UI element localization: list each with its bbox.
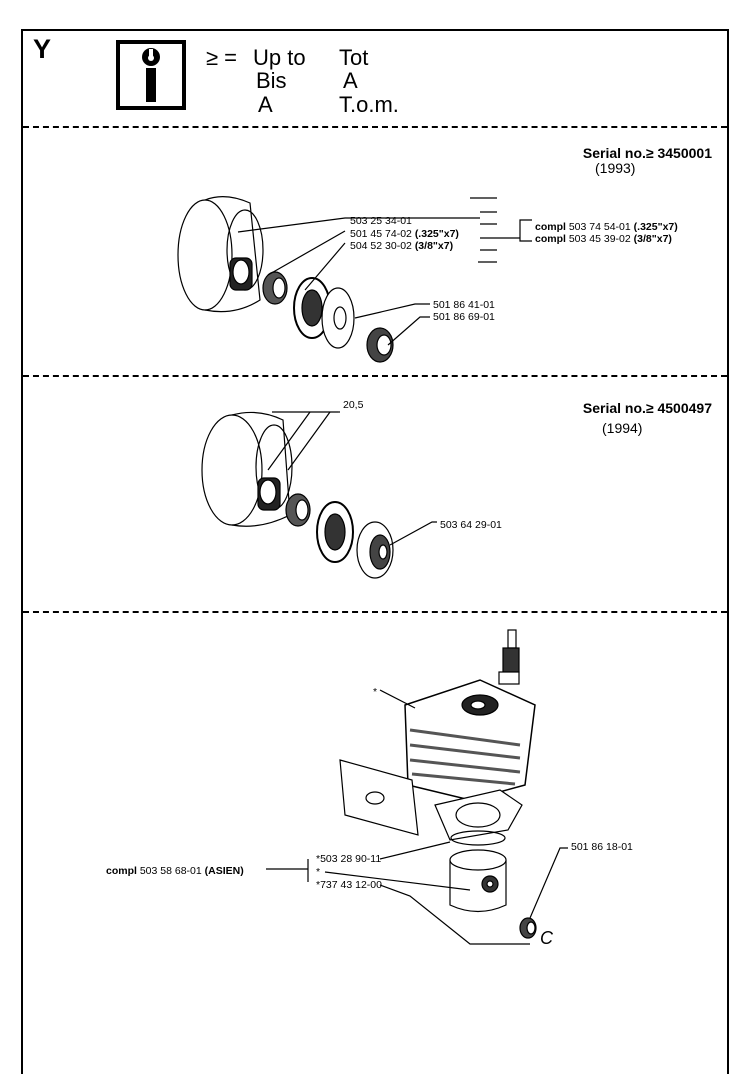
asterisk-marker: *	[373, 686, 378, 698]
part-number: 501 86 69-01	[433, 311, 495, 323]
header-line3-col2: T.o.m.	[339, 92, 399, 117]
header-line3-col1: A	[258, 92, 273, 117]
sprocket-nut	[356, 521, 394, 579]
header-line1-col1: Up to	[253, 45, 306, 70]
part-number: 503 64 29-01	[440, 519, 502, 531]
dimension-label: 20,5	[343, 399, 364, 411]
header-line2-col2: A	[343, 68, 358, 93]
needle-bearing	[285, 493, 311, 527]
part-number: 501 45 74-02 (.325"x7)	[350, 228, 459, 240]
header-line1-col2: Tot	[339, 45, 369, 70]
part-number: *737 43 12-00	[316, 879, 382, 891]
piston	[449, 849, 507, 913]
wrench-info-icon	[116, 40, 186, 110]
piston-ring	[450, 830, 506, 846]
section-letter: Y	[33, 34, 52, 64]
clutch-drum-1993	[177, 196, 264, 313]
sprocket-rim	[316, 501, 354, 563]
compl-part-number: compl 503 74 54-01 (.325"x7)	[535, 221, 678, 233]
base-gasket	[434, 789, 523, 841]
symbol-geq: ≥ =	[206, 45, 238, 70]
part-number: *503 28 90-11	[316, 853, 382, 865]
asterisk-marker: *	[316, 866, 321, 878]
spark-plug	[498, 629, 520, 685]
clip-label: C	[540, 928, 553, 948]
year-1994: (1994)	[602, 420, 643, 436]
washer	[321, 287, 355, 349]
compl-part-number: compl 503 45 39-02 (3/8"x7)	[535, 233, 672, 245]
cylinder	[404, 679, 536, 801]
needle-bearing	[519, 917, 537, 939]
gasket-plate	[339, 759, 419, 836]
part-number: 504 52 30-02 (3/8"x7)	[350, 240, 454, 252]
section-divider	[23, 375, 727, 377]
nut	[366, 327, 394, 363]
section-divider	[23, 611, 727, 613]
part-number: 501 86 18-01	[571, 841, 633, 853]
section-divider	[23, 126, 727, 128]
needle-bearing	[262, 271, 288, 305]
serial-number-1994: Serial no.≥ 4500497	[582, 400, 712, 416]
compl-part-number: compl 503 58 68-01 (ASIEN)	[106, 865, 244, 877]
sprocket-rim	[293, 277, 331, 339]
year-1993: (1993)	[595, 160, 636, 176]
part-number: 501 86 41-01	[433, 299, 495, 311]
clutch-drum-1994	[201, 411, 293, 527]
header-line2-col1: Bis	[256, 68, 287, 93]
serial-number-1993: Serial no.≥ 3450001	[582, 145, 712, 161]
page-frame	[21, 29, 729, 1074]
